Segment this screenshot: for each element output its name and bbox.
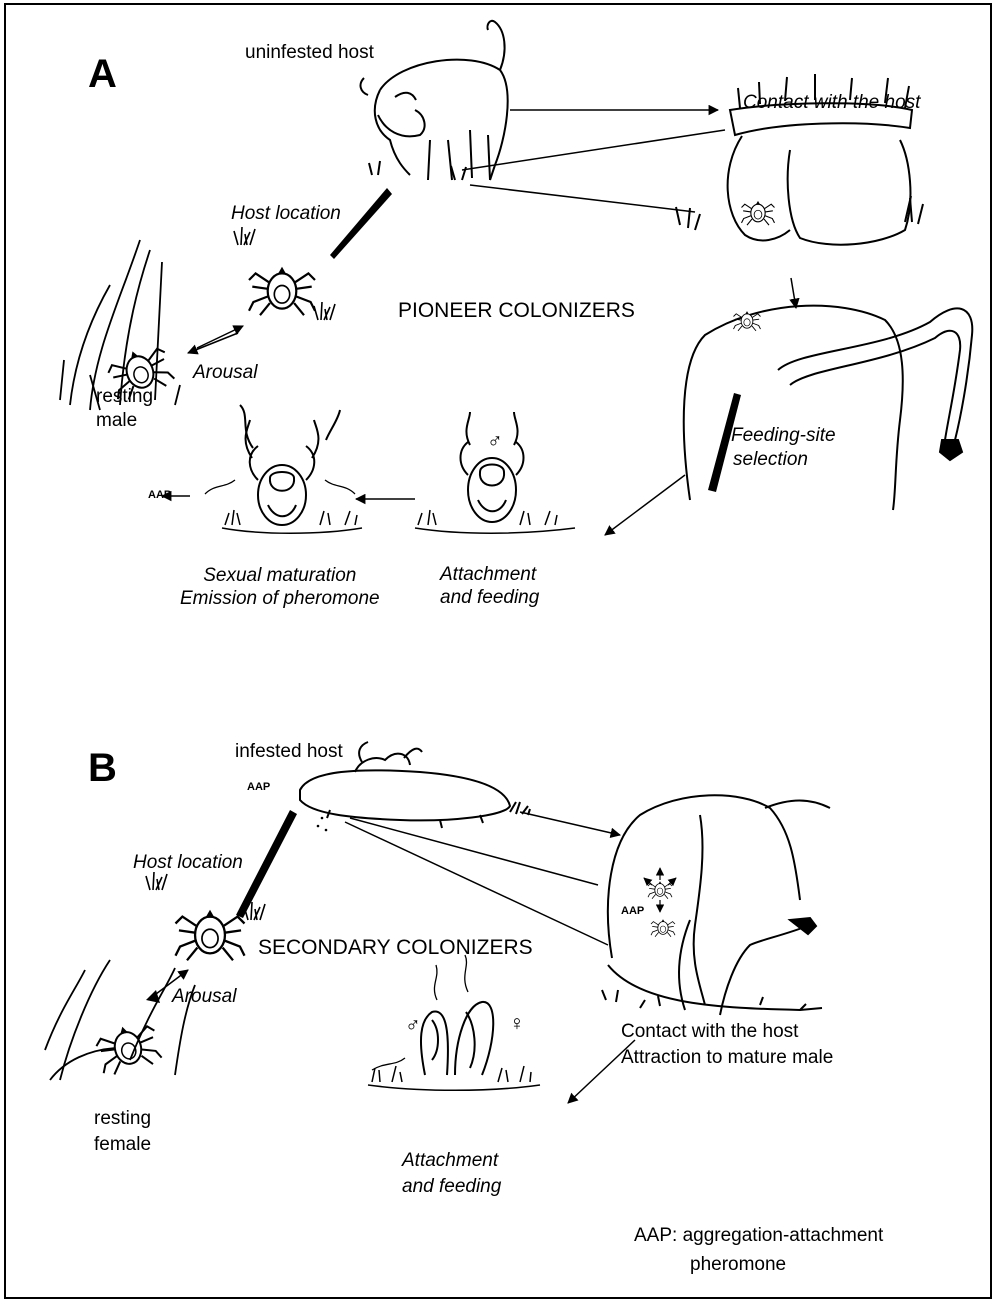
- male-symbol-a: ♂: [487, 431, 503, 452]
- host-location-label-b: Host location: [133, 853, 243, 872]
- attachment-line-b: Attachment: [402, 1148, 501, 1174]
- ground-scatter-b-host: [317, 817, 328, 832]
- resting-line-b: resting: [94, 1106, 151, 1132]
- pheromone-emission-line: Emission of pheromone: [180, 587, 380, 610]
- attraction-line: Attraction to mature male: [621, 1045, 833, 1071]
- feeding-tick-figure-a: [461, 412, 524, 522]
- uninfested-host-illustration: [361, 21, 508, 180]
- aap-label-host-b: AAP: [247, 782, 270, 793]
- contact-attraction-label: Contact with the host Attraction to matu…: [621, 1019, 833, 1071]
- tick-on-host-leg: [742, 201, 775, 225]
- arousal-label-b: Arousal: [172, 987, 236, 1006]
- grass-questing-b: [146, 872, 167, 890]
- maturation-line: Sexual maturation: [180, 564, 380, 587]
- pheromone-waves-b: [372, 955, 468, 1070]
- host-rump-tail-illustration: [684, 306, 973, 510]
- tick-on-rump: [734, 311, 761, 331]
- male-line: male: [96, 409, 153, 433]
- feeding-site-selection-label: Feeding-site selection: [731, 424, 836, 472]
- panel-a-letter: A: [88, 54, 117, 94]
- attachment-feeding-label-a: Attachment and feeding: [440, 563, 539, 609]
- and-feeding-line: and feeding: [440, 586, 539, 609]
- wedge-arrow-host-location-b: [236, 810, 297, 918]
- questing-tick-b: [176, 910, 245, 961]
- attachment-line: Attachment: [440, 563, 539, 586]
- male-symbol-b: ♂: [405, 1015, 421, 1036]
- grass-questing-a: [234, 227, 255, 245]
- contact-line: Contact with the host: [621, 1019, 833, 1045]
- resting-tick-female: [93, 1019, 162, 1077]
- maturing-tick-figure: [240, 405, 340, 525]
- mating-ticks-figure: [421, 1002, 493, 1075]
- ground-surface-b: [368, 1066, 540, 1090]
- aap-legend: AAP: aggregation-attachment pheromone: [634, 1221, 883, 1279]
- secondary-colonizers-title: SECONDARY COLONIZERS: [258, 937, 533, 958]
- aap-label-a: AAP: [148, 490, 171, 501]
- attachment-feeding-label-b: Attachment and feeding: [402, 1148, 501, 1200]
- feeding-site-line: Feeding-site: [731, 424, 836, 448]
- tick-on-rump-b2: [651, 919, 675, 937]
- aap-label-site-b: AAP: [621, 906, 644, 917]
- arousal-label-a: Arousal: [193, 363, 257, 382]
- pioneer-colonizers-title: PIONEER COLONIZERS: [398, 300, 635, 321]
- resting-male-label: resting male: [96, 385, 153, 433]
- questing-tick-a: [249, 267, 315, 315]
- tick-on-rump-b1: [648, 881, 672, 899]
- legend-line-1: AAP: aggregation-attachment: [634, 1221, 883, 1250]
- female-symbol-b: ♀: [509, 1013, 525, 1034]
- contact-with-host-label: Contact with the host: [743, 93, 920, 112]
- panel-b-letter: B: [88, 748, 117, 788]
- sexual-maturation-label: Sexual maturation Emission of pheromone: [180, 564, 380, 610]
- host-location-label-a: Host location: [231, 204, 341, 223]
- resting-female-label: resting female: [94, 1106, 151, 1158]
- grass-questing-a2: [314, 302, 335, 320]
- selection-line: selection: [731, 448, 836, 472]
- female-line: female: [94, 1132, 151, 1158]
- uninfested-host-label: uninfested host: [245, 43, 374, 62]
- and-feeding-line-b: and feeding: [402, 1174, 501, 1200]
- legend-line-2: pheromone: [634, 1250, 883, 1279]
- infested-host-label: infested host: [235, 742, 343, 761]
- resting-line: resting: [96, 385, 153, 409]
